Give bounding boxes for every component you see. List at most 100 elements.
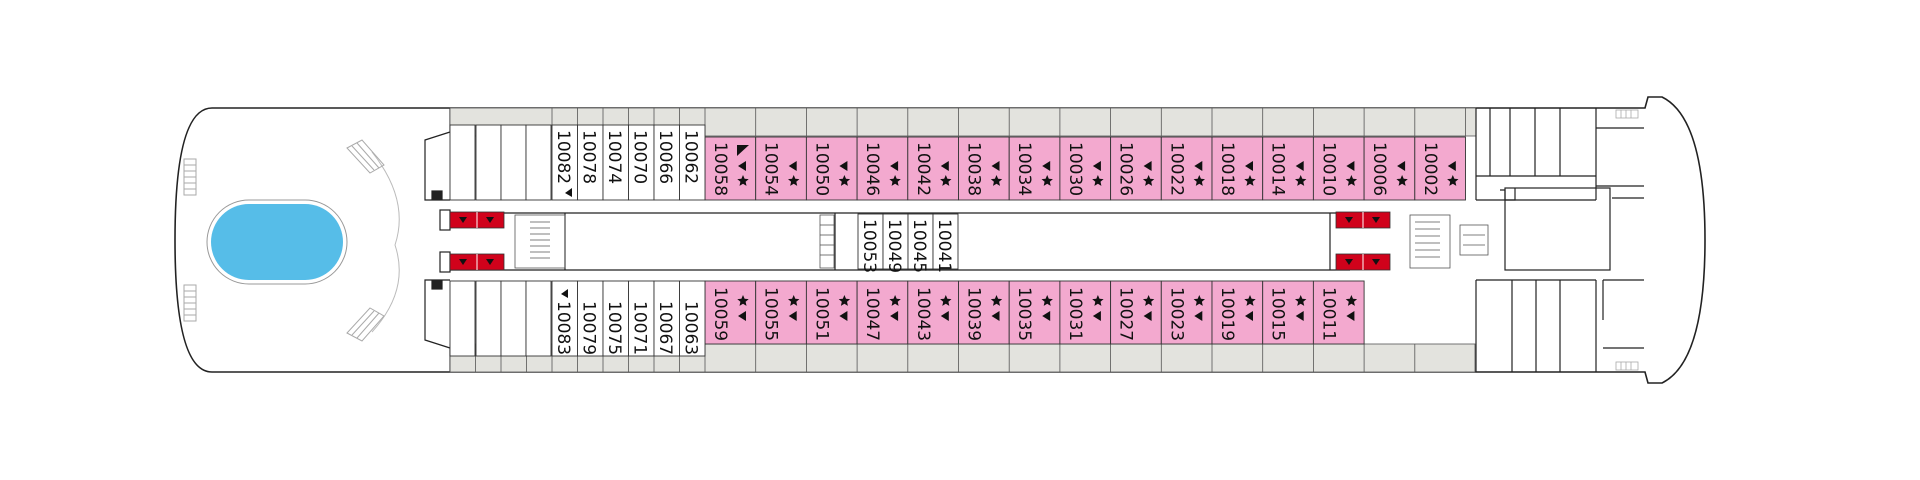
cabin-number: 10035: [1014, 287, 1034, 341]
cabin-block: [653, 124, 680, 201]
cabin[interactable]: 10034: [1008, 136, 1061, 201]
triangle-left-icon: [1245, 311, 1253, 321]
cabin-number: 10038: [964, 142, 984, 196]
cabin[interactable]: 10031: [1059, 280, 1112, 345]
cabin-number: 10046: [862, 142, 882, 196]
cabin-number: 10049: [884, 219, 904, 273]
cabin[interactable]: 10011: [1312, 280, 1365, 345]
cabin[interactable]: 10051: [805, 280, 858, 345]
cabin[interactable]: 10078: [577, 124, 604, 201]
triangle-left-icon: [1346, 161, 1355, 171]
star-icon: [1396, 175, 1408, 186]
cabin-number: 10042: [913, 142, 933, 196]
cabin-block: [958, 136, 1010, 201]
cabin-block: [755, 136, 807, 201]
lifeboat-icon: [1335, 211, 1391, 229]
inner-cabin[interactable]: 10041: [932, 213, 959, 273]
cabin-number: 10083: [553, 301, 573, 355]
cabin[interactable]: 10030: [1059, 136, 1112, 201]
star-icon: [838, 295, 851, 306]
cabin[interactable]: 10074: [602, 124, 629, 201]
cabin-number: 10019: [1217, 287, 1237, 341]
triangle-left-icon: [940, 161, 949, 171]
cabin[interactable]: 10006: [1363, 136, 1416, 201]
cabin[interactable]: 10046: [856, 136, 909, 201]
corner-triangle-icon: [737, 145, 749, 156]
cabin[interactable]: 10014: [1262, 136, 1314, 201]
stairs-aft: [514, 214, 566, 269]
star-icon: [889, 175, 901, 186]
star-icon: [1193, 295, 1205, 306]
cabin-block: [1110, 136, 1162, 201]
cabin[interactable]: 10050: [805, 136, 858, 201]
cabin[interactable]: 10043: [907, 280, 959, 345]
star-icon: [940, 175, 952, 186]
cabin[interactable]: 10023: [1160, 280, 1213, 345]
cabin[interactable]: 10079: [577, 280, 604, 357]
inner-cabin[interactable]: 10045: [907, 213, 934, 273]
triangle-left-icon: [1194, 311, 1203, 321]
cabin-block: [653, 280, 680, 357]
cabin[interactable]: 10083: [551, 280, 578, 357]
triangle-left-icon: [1397, 161, 1406, 171]
cabin[interactable]: 10054: [755, 136, 807, 201]
triangle-left-icon: [1346, 311, 1355, 321]
star-icon: [1447, 175, 1459, 186]
cabin[interactable]: 10015: [1262, 280, 1314, 345]
star-icon: [838, 175, 851, 186]
cabin[interactable]: 10058: [704, 136, 757, 201]
star-icon: [1041, 295, 1053, 306]
cabin[interactable]: 10047: [856, 280, 909, 345]
cabin-number: 10074: [604, 130, 624, 184]
cabin-number: 10031: [1065, 287, 1085, 341]
cabin-number: 10023: [1166, 287, 1186, 341]
cabin[interactable]: 10075: [602, 280, 629, 357]
cabin-number: 10059: [710, 287, 730, 341]
cabin[interactable]: 10059: [704, 280, 757, 345]
cabin-number: 10011: [1318, 287, 1338, 341]
cabin-block: [1262, 136, 1314, 201]
star-icon: [1041, 175, 1053, 186]
cabin[interactable]: 10022: [1160, 136, 1213, 201]
cabin[interactable]: 10039: [958, 280, 1010, 345]
cabin[interactable]: 10082: [551, 124, 578, 201]
triangle-left-icon: [1092, 161, 1101, 171]
inner-cabin[interactable]: 10053: [857, 213, 884, 273]
cabin[interactable]: 10027: [1110, 280, 1162, 345]
cabin-block: [679, 280, 706, 357]
cabin[interactable]: 10035: [1008, 280, 1061, 345]
cabin-number: 10010: [1318, 142, 1338, 196]
cabin[interactable]: 10055: [755, 280, 807, 345]
cabin[interactable]: 10026: [1110, 136, 1162, 201]
inner-cabin[interactable]: 10049: [882, 213, 909, 273]
cabin[interactable]: 10067: [653, 280, 680, 357]
cabin-number: 10051: [811, 287, 831, 341]
cabin[interactable]: 10019: [1211, 280, 1264, 345]
star-icon: [737, 175, 749, 186]
cabin[interactable]: 10042: [907, 136, 959, 201]
triangle-left-icon: [1245, 161, 1253, 171]
triangle-left-icon: [788, 161, 797, 171]
cabin[interactable]: 10063: [679, 280, 706, 357]
forward-structures: [1475, 108, 1644, 372]
cabin[interactable]: 10066: [653, 124, 680, 201]
cabin[interactable]: 10062: [679, 124, 706, 201]
cabin-number: 10063: [681, 301, 701, 355]
star-icon: [1345, 295, 1358, 306]
cabin-block: [1262, 280, 1314, 345]
cabin-block: [628, 124, 655, 201]
cabin[interactable]: 10002: [1414, 136, 1466, 201]
cabin[interactable]: 10010: [1312, 136, 1365, 201]
cabin[interactable]: 10018: [1211, 136, 1264, 201]
cabin[interactable]: 10070: [628, 124, 655, 201]
star-icon: [1345, 175, 1358, 186]
cabin-number: 10026: [1116, 142, 1136, 196]
cabin-number: 10039: [964, 287, 984, 341]
deck-vent-left-bottom: [183, 284, 197, 322]
cabin[interactable]: 10038: [958, 136, 1010, 201]
cabin[interactable]: 10071: [628, 280, 655, 357]
star-icon: [990, 295, 1003, 306]
star-icon: [1295, 295, 1307, 306]
